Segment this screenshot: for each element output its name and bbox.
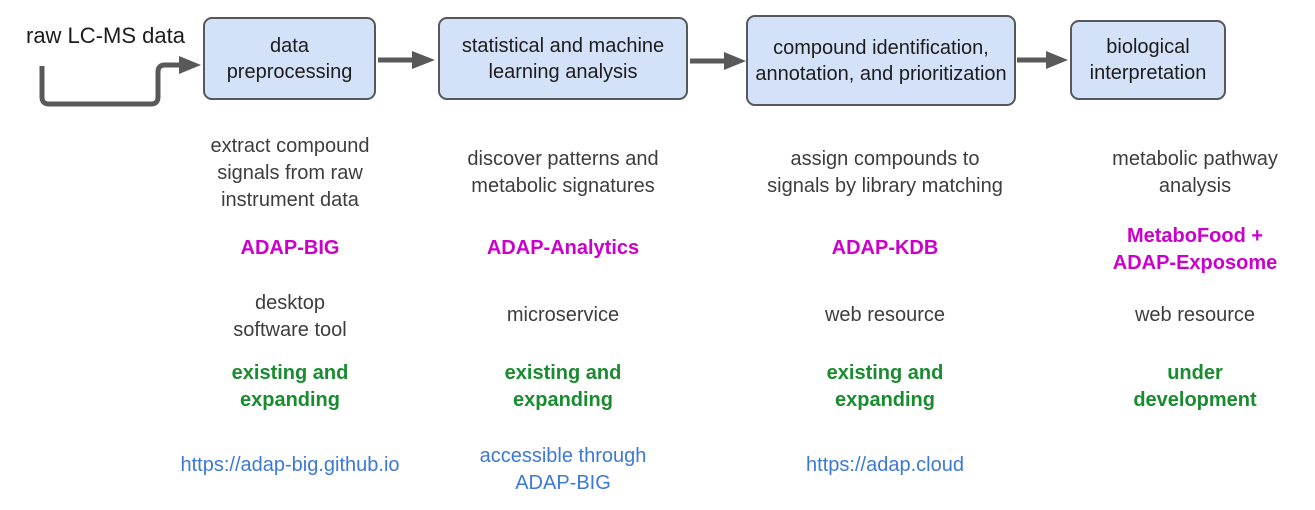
- stage-4-status: under development: [1133, 362, 1257, 411]
- stage-box-biological-interpretation: biological interpretation: [1070, 20, 1226, 100]
- stage-box-data-preprocessing: data preprocessing: [203, 17, 376, 100]
- stage-4-tool-type: web resource: [1134, 304, 1256, 326]
- stage-box-statistical-analysis: statistical and machine learning analysi…: [438, 17, 688, 100]
- stage-2-status: existing and expanding: [504, 362, 622, 411]
- stage-box-compound-identification: compound identification, annotation, and…: [746, 15, 1016, 106]
- stage-3-description: assign compounds to signals by library m…: [767, 148, 1003, 197]
- stage-1-tool-name: ADAP-BIG: [240, 237, 340, 259]
- stage-3-tool-name: ADAP-KDB: [831, 237, 939, 259]
- stage-2-tool-name: ADAP-Analytics: [486, 237, 640, 259]
- stage-1-tool-type: desktop software tool: [233, 292, 347, 341]
- flow-arrow-3: [1017, 51, 1068, 69]
- stage-1-link[interactable]: https://adap-big.github.io: [180, 454, 400, 476]
- stage-4-tool-name: MetaboFood + ADAP-Exposome: [1112, 225, 1278, 274]
- stage-3-link[interactable]: https://adap.cloud: [806, 454, 964, 476]
- stage-4-description: metabolic pathway analysis: [1112, 148, 1278, 197]
- stage-1-status: existing and expanding: [231, 362, 349, 411]
- stage-2-access-note: accessible through ADAP-BIG: [479, 445, 647, 494]
- stage-3-tool-type: web resource: [824, 304, 946, 326]
- input-label: raw LC-MS data: [26, 23, 185, 48]
- input-connector-arrow: [39, 56, 201, 107]
- stage-1-description: extract compound signals from raw instru…: [210, 135, 370, 211]
- flow-arrow-2: [690, 52, 746, 70]
- stage-3-status: existing and expanding: [826, 362, 944, 411]
- flow-arrow-1: [378, 51, 435, 69]
- stage-2-description: discover patterns and metabolic signatur…: [467, 148, 659, 197]
- stage-2-tool-type: microservice: [506, 304, 620, 326]
